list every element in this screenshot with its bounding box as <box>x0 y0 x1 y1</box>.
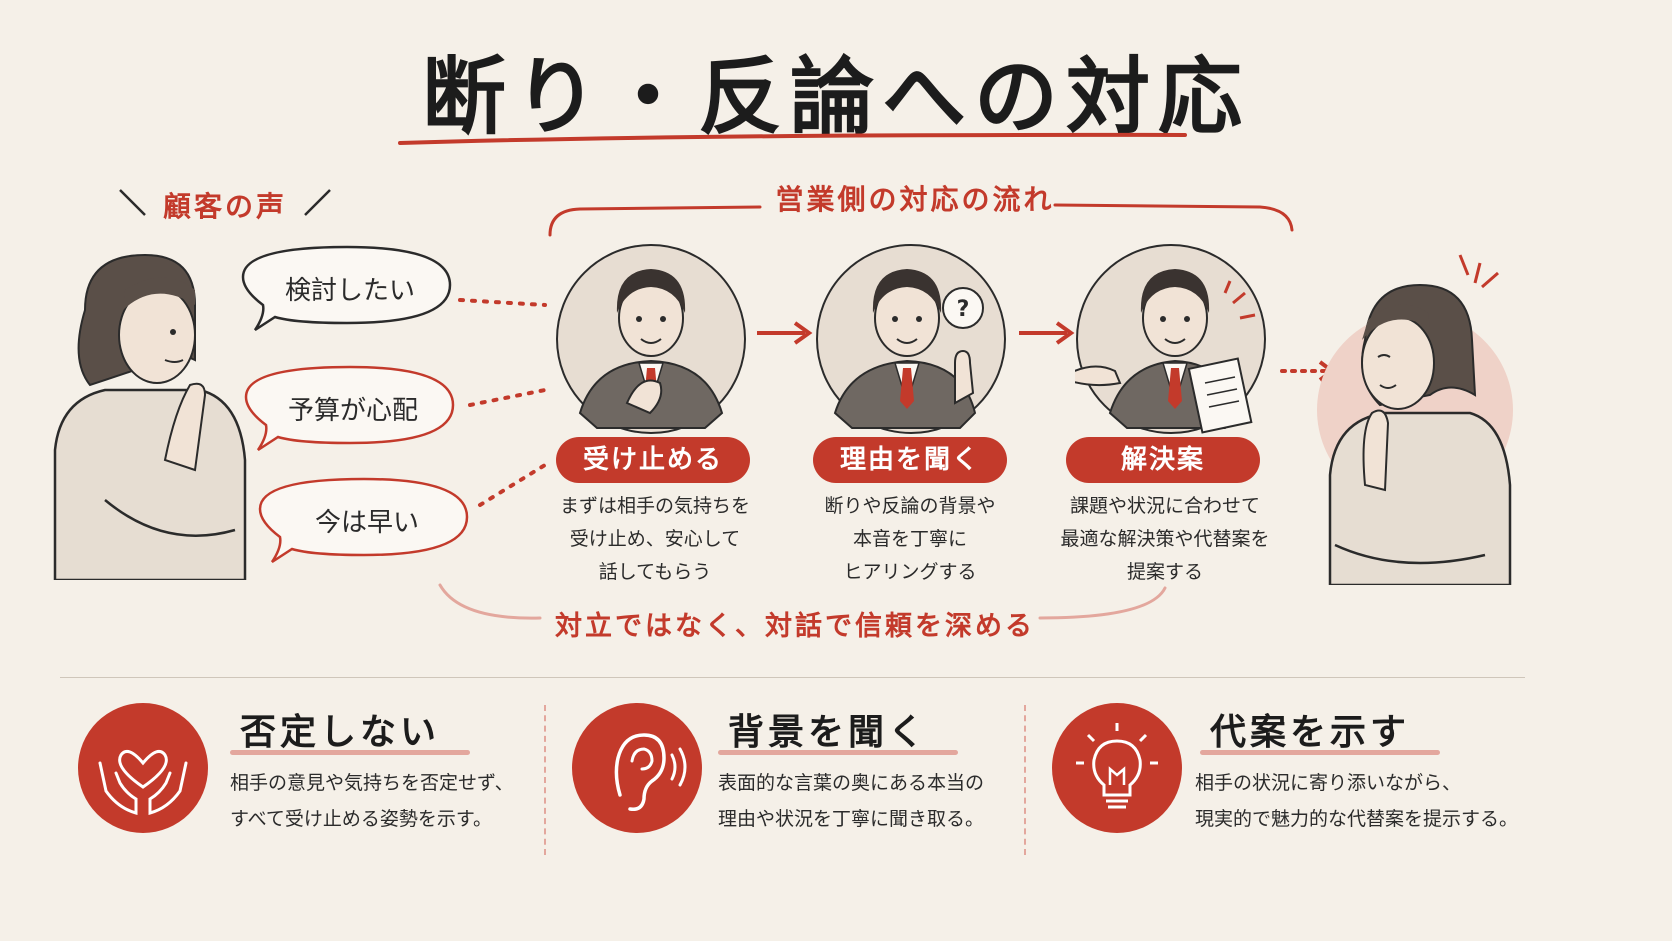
ear-icon <box>572 703 702 833</box>
speech-bubble-3 <box>258 477 469 564</box>
bubble-text-too-early: 今は早い <box>314 508 419 538</box>
step-1-desc-line: まずは相手の気持ちを <box>559 495 750 517</box>
speech-bubble-1 <box>241 245 452 332</box>
arrow-right-icon <box>757 321 813 345</box>
customer-voice-label: 顧客の声 <box>162 190 287 223</box>
tip-2-description: 表面的な言葉の奥にある本当の 理由や状況を丁寧に聞き取る。 <box>718 765 1018 837</box>
step-2-pill: 理由を聞く <box>813 437 1007 483</box>
message-curve <box>438 583 1167 620</box>
tip-1-description: 相手の意見や気持ちを否定せず、 すべて受け止める姿勢を示す。 <box>230 765 535 837</box>
question-mark: ? <box>957 297 970 322</box>
key-message: 対立ではなく、対話で信頼を深める <box>555 611 1035 642</box>
customer-label-decoration <box>119 189 331 216</box>
bubble-text-consider: 検討したい <box>284 276 415 306</box>
tip-3-title: 代案を示す <box>1210 711 1411 753</box>
step-1-description: まずは相手の気持ちを 受け止め、安心して 話してもらう <box>530 490 780 589</box>
bubble-connectors <box>458 298 547 507</box>
tip-2-title: 背景を聞く <box>728 711 929 753</box>
tip-3-desc-line: 相手の状況に寄り添いながら、 <box>1195 772 1462 794</box>
step-2-desc-line: ヒアリングする <box>843 561 977 583</box>
column-divider <box>1024 705 1026 855</box>
satisfied-customer-illustration <box>1317 254 1513 585</box>
tip-2-desc-line: 表面的な言葉の奥にある本当の <box>718 772 985 794</box>
tip-1-title: 否定しない <box>240 711 441 753</box>
arrow-right-icon <box>1019 321 1075 345</box>
tip-1-desc-line: 相手の意見や気持ちを否定せず、 <box>230 772 514 794</box>
step-3-description: 課題や状況に合わせて 最適な解決策や代替案を 提案する <box>1030 490 1300 589</box>
title-underline <box>398 132 1187 145</box>
tip-3-description: 相手の状況に寄り添いながら、 現実的で魅力的な代替案を提示する。 <box>1195 765 1555 837</box>
step-3-pill: 解決案 <box>1066 437 1260 483</box>
customer-woman-illustration <box>53 253 247 580</box>
tip-2-desc-line: 理由や状況を丁寧に聞き取る。 <box>718 808 985 830</box>
tip-1-desc-line: すべて受け止める姿勢を示す。 <box>230 808 493 830</box>
step-3-desc-line: 最適な解決策や代替案を <box>1060 528 1270 550</box>
section-divider <box>60 677 1525 678</box>
step-2-desc-line: 本音を丁寧に <box>852 528 967 550</box>
flow-bracket <box>548 203 1294 237</box>
step-3-desc-line: 課題や状況に合わせて <box>1069 495 1260 517</box>
step-2-illustration: ? <box>815 243 1007 435</box>
flow-label: 営業側の対応の流れ <box>775 183 1055 216</box>
bubble-text-budget: 予算が心配 <box>287 396 418 426</box>
step-2-description: 断りや反論の背景や 本音を丁寧に ヒアリングする <box>785 490 1035 589</box>
step-1-pill: 受け止める <box>556 437 750 483</box>
step-1-desc-line: 話してもらう <box>598 561 712 583</box>
tip-3-underline <box>1200 750 1440 755</box>
step-2-desc-line: 断りや反論の背景や <box>824 495 996 517</box>
page-title: 断り・反論への対応 <box>421 47 1250 146</box>
step-3-desc-line: 提案する <box>1126 561 1203 583</box>
tip-1-underline <box>230 750 470 755</box>
tip-3-desc-line: 現実的で魅力的な代替案を提示する。 <box>1195 808 1519 830</box>
column-divider <box>544 705 546 855</box>
step-1-illustration <box>555 243 747 435</box>
tip-2-underline <box>718 750 958 755</box>
lightbulb-icon <box>1052 703 1182 833</box>
step-1-desc-line: 受け止め、安心して <box>569 528 741 550</box>
step-3-illustration <box>1069 243 1267 435</box>
speech-bubble-2 <box>244 365 455 452</box>
heart-hands-icon <box>78 703 208 833</box>
